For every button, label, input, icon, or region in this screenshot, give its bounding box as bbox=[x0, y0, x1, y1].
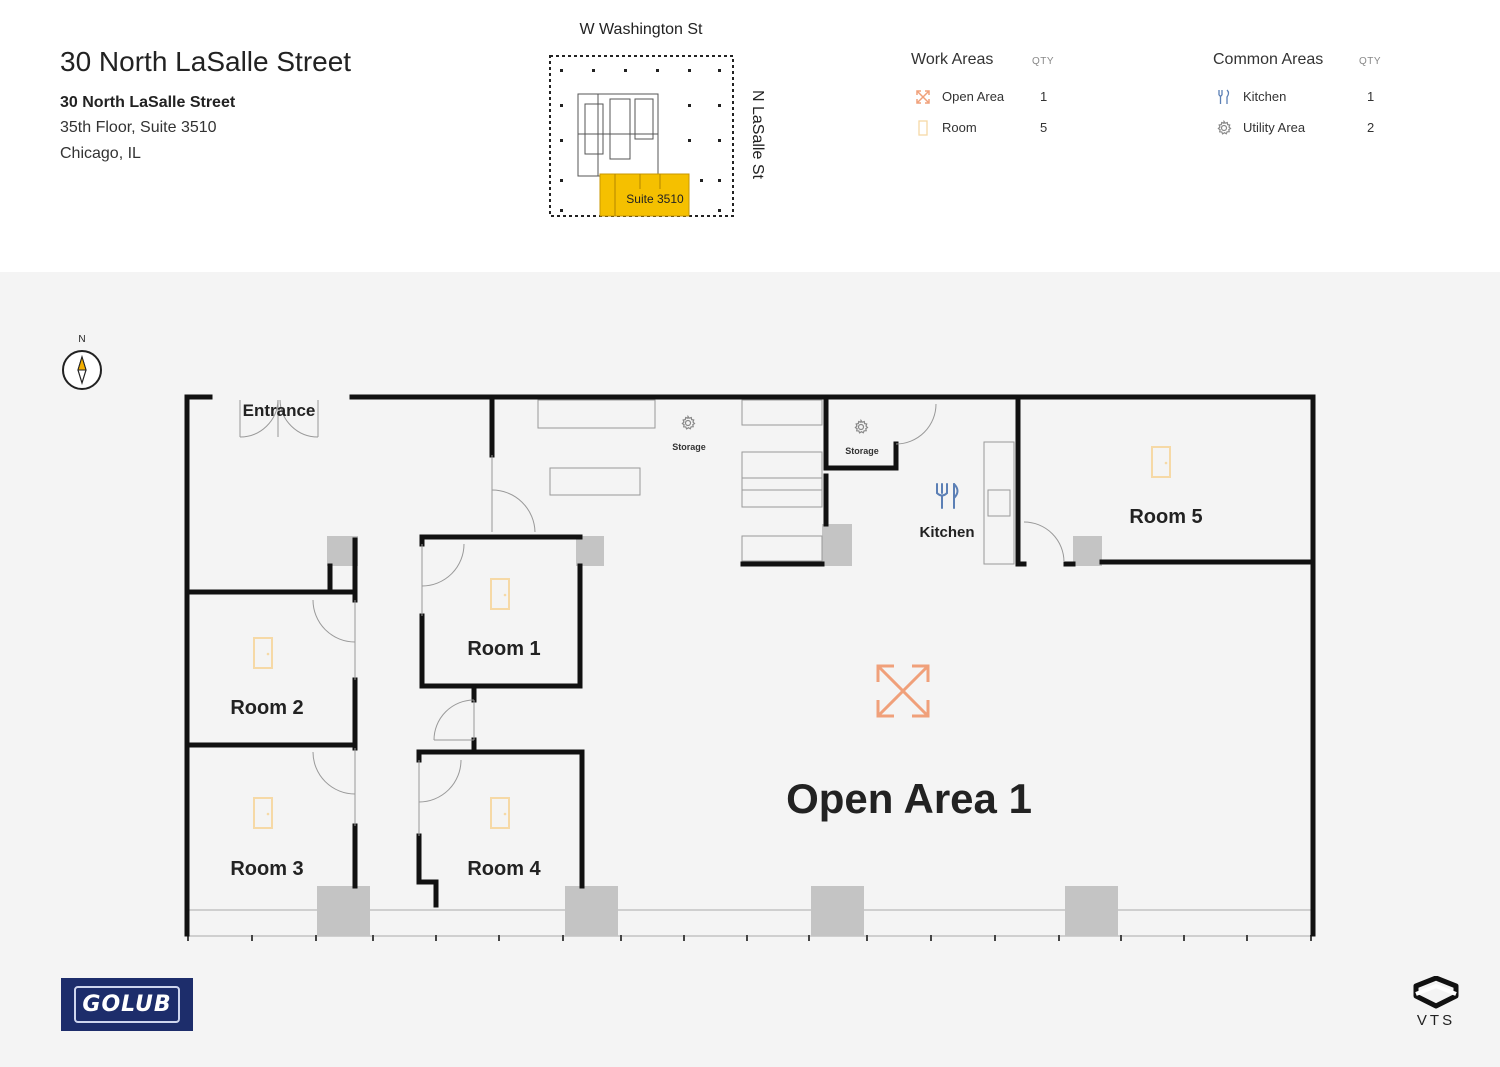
legend-open-area-qty: 1 bbox=[1040, 89, 1048, 104]
work-areas-qty-heading: QTY bbox=[1032, 56, 1055, 67]
room-icon bbox=[918, 120, 928, 136]
room-label: Room 3 bbox=[230, 858, 303, 880]
floor-plan-area bbox=[0, 272, 1500, 1067]
vts-mark-icon bbox=[1413, 975, 1459, 1009]
room-label: Room 2 bbox=[230, 697, 303, 719]
room-label: Room 5 bbox=[1129, 506, 1202, 528]
open-area-icon bbox=[916, 90, 930, 104]
vts-logo: VTS bbox=[1410, 975, 1462, 1032]
room-label: Room 4 bbox=[467, 858, 541, 880]
gear-icon bbox=[854, 418, 869, 434]
kitchen-icon bbox=[936, 483, 959, 509]
gear-icon bbox=[681, 414, 696, 430]
address-line-2: 35th Floor, Suite 3510 bbox=[60, 119, 217, 136]
entrance-label: Entrance bbox=[243, 401, 316, 420]
common-areas-qty-heading: QTY bbox=[1359, 56, 1382, 67]
room-icon bbox=[253, 637, 273, 669]
kitchen-icon bbox=[1218, 89, 1230, 104]
common-areas-heading: Common Areas bbox=[1213, 51, 1324, 68]
work-areas-heading: Work Areas bbox=[911, 51, 994, 68]
address-line-1: 30 North LaSalle Street bbox=[60, 94, 236, 111]
compass: N bbox=[62, 334, 102, 390]
storage-label: Storage bbox=[845, 446, 879, 456]
kitchen-label: Kitchen bbox=[919, 524, 974, 541]
room-icon bbox=[490, 578, 510, 610]
legend-utility-label: Utility Area bbox=[1243, 120, 1306, 135]
legend-room-qty: 5 bbox=[1040, 120, 1048, 135]
gear-icon bbox=[1217, 120, 1232, 135]
header: 30 North LaSalle Street 30 North LaSalle… bbox=[0, 0, 1500, 272]
golub-logo: GOLUB bbox=[61, 978, 193, 1031]
room-icon bbox=[490, 797, 510, 829]
vts-logo-text: VTS bbox=[1416, 1012, 1456, 1029]
legend-open-area-label: Open Area bbox=[942, 89, 1005, 104]
building-title: 30 North LaSalle Street bbox=[60, 46, 352, 77]
compass-north-label: N bbox=[78, 334, 85, 345]
golub-logo-text: GOLUB bbox=[74, 986, 180, 1023]
storage-label: Storage bbox=[672, 442, 706, 452]
key-plan: W Washington St Suite 3510 N LaSalle St bbox=[549, 21, 766, 217]
suite-label: Suite 3510 bbox=[626, 192, 684, 206]
legend-kitchen-label: Kitchen bbox=[1243, 89, 1287, 104]
open-area-label: Open Area 1 bbox=[786, 775, 1032, 822]
room-icon bbox=[253, 797, 273, 829]
legend-kitchen-qty: 1 bbox=[1367, 89, 1375, 104]
room-icon bbox=[1151, 446, 1171, 478]
legend-room-label: Room bbox=[942, 120, 977, 135]
street-east-label: N LaSalle St bbox=[749, 90, 766, 179]
room-label: Room 1 bbox=[467, 638, 540, 660]
legend-utility-qty: 2 bbox=[1367, 120, 1375, 135]
open-area-icon bbox=[876, 664, 930, 718]
address-line-3: Chicago, IL bbox=[60, 145, 141, 162]
street-north-label: W Washington St bbox=[579, 21, 703, 38]
